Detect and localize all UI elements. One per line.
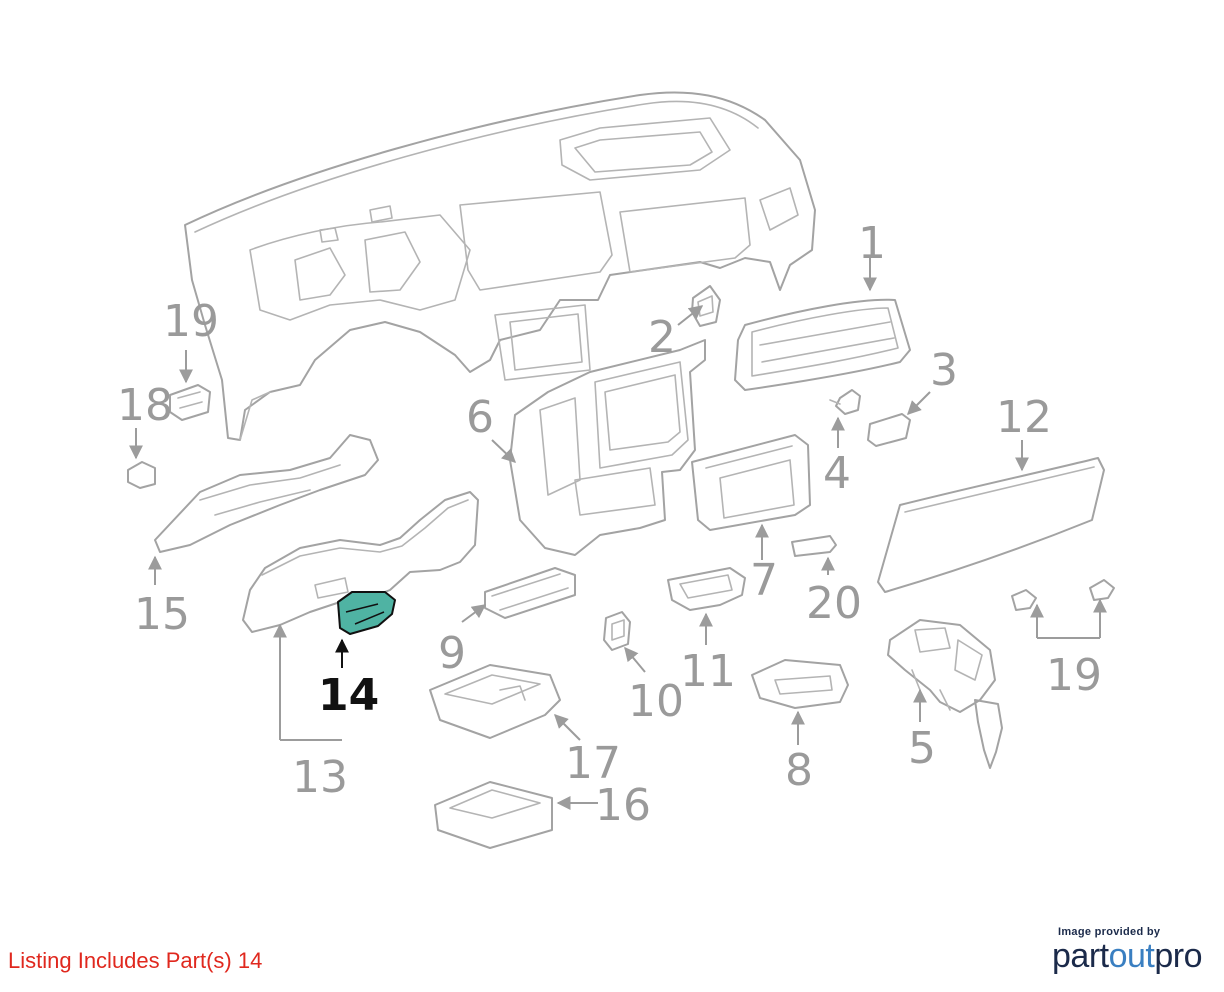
callout-12: 12 <box>996 392 1052 443</box>
callout-13: 13 <box>292 752 348 803</box>
brand-tagline: Image provided by <box>1058 926 1161 938</box>
callout-8: 8 <box>785 745 813 796</box>
callout-20: 20 <box>806 578 862 629</box>
part-11-cup-holder <box>667 567 746 611</box>
part-8-trim-cover <box>751 659 849 709</box>
part-12-glove-box-door <box>877 457 1105 593</box>
part-3-switch <box>867 413 911 447</box>
callout-19-right: 19 <box>1046 650 1102 701</box>
part-19-clips <box>1011 579 1115 611</box>
callout-16: 16 <box>595 780 651 831</box>
callout-11: 11 <box>680 646 736 697</box>
callout-5: 5 <box>908 723 936 774</box>
caption-prefix: Listing Includes Part(s) <box>8 948 232 973</box>
caption-parts: 14 <box>237 948 263 973</box>
callout-10: 10 <box>628 676 684 727</box>
leader-lines <box>129 258 1107 810</box>
part-15-knee-bolster <box>154 434 379 553</box>
callout-18: 18 <box>117 380 173 431</box>
part-13-lower-panel <box>242 491 479 633</box>
callout-9: 9 <box>438 628 466 679</box>
part-19-switch-block <box>169 384 211 421</box>
part-7-radio-bezel <box>691 434 811 531</box>
part-16-storage-tray <box>434 781 553 849</box>
part-6-center-console <box>509 339 706 556</box>
callout-19-left: 19 <box>163 296 219 347</box>
dashboard-panel <box>184 91 816 441</box>
brand-name-part3: pro <box>1154 937 1202 975</box>
callout-4: 4 <box>823 448 851 499</box>
part-1-glove-box-frame <box>734 298 911 391</box>
part-9-switch-panel <box>484 567 576 619</box>
callout-6: 6 <box>466 392 494 443</box>
part-4-clip <box>829 389 861 415</box>
callout-3: 3 <box>930 345 958 396</box>
listing-caption: Listing Includes Part(s) 14 <box>8 948 262 974</box>
partoutpro-logo: Image provided by partoutpro <box>1052 926 1222 974</box>
part-14-highlighted-pocket <box>337 591 396 635</box>
callout-2: 2 <box>648 312 676 363</box>
callout-7: 7 <box>750 555 778 606</box>
part-2-bracket <box>691 285 721 327</box>
callout-15: 15 <box>134 589 190 640</box>
part-18-clip <box>127 461 156 489</box>
brand-name: partoutpro <box>1052 938 1222 974</box>
brand-name-part1: part <box>1052 937 1109 975</box>
callout-1: 1 <box>858 218 886 269</box>
part-20-clip <box>791 535 837 557</box>
callout-14: 14 <box>318 670 379 721</box>
callout-17: 17 <box>565 738 621 789</box>
part-5-column-assembly <box>887 619 1003 769</box>
callout-numbers: 1 2 3 4 5 6 7 8 9 10 11 12 13 14 15 16 1… <box>117 218 1102 831</box>
part-17-ashtray-housing <box>429 664 561 739</box>
brand-name-part2: out <box>1108 937 1155 975</box>
part-10-switch <box>603 611 631 651</box>
